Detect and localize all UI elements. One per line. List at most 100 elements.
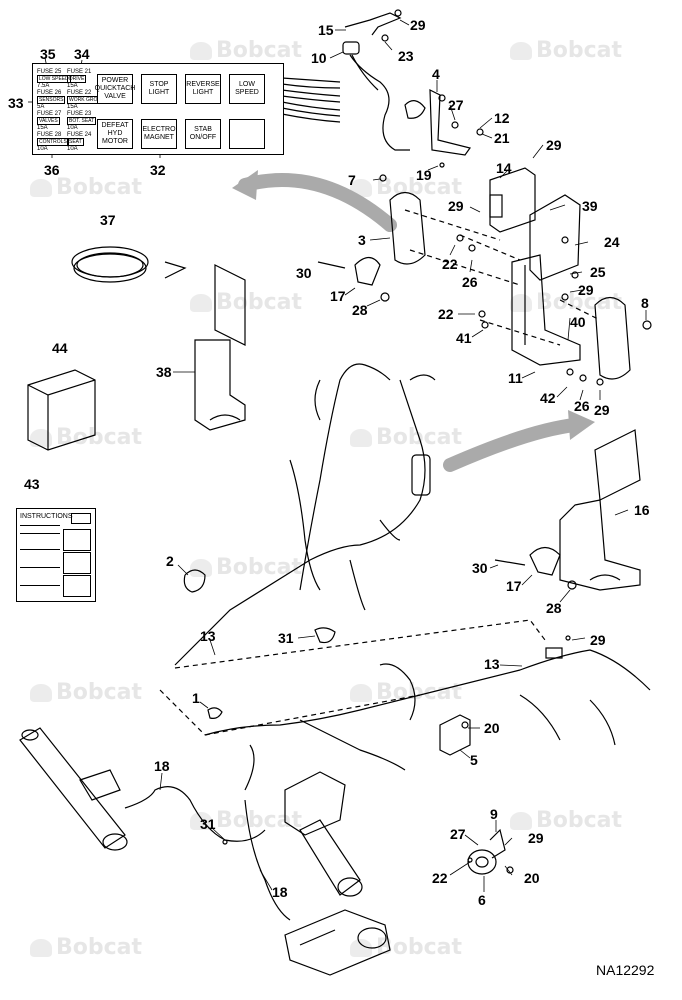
callout-22: 22 bbox=[442, 256, 458, 272]
bobcat-logo-icon bbox=[30, 179, 52, 197]
callout-7: 7 bbox=[348, 172, 356, 188]
screw-30 bbox=[317, 261, 346, 269]
instructions-figure bbox=[63, 575, 91, 597]
text-line bbox=[20, 525, 60, 526]
harness-13 bbox=[174, 363, 651, 791]
text-line bbox=[20, 567, 60, 568]
callout-1: 1 bbox=[192, 690, 200, 706]
button-defeat-hyd-motor: DEFEAT HYD MOTOR bbox=[97, 119, 133, 149]
fasteners bbox=[222, 234, 604, 845]
instructions-figure bbox=[63, 529, 91, 551]
callout-20: 20 bbox=[484, 720, 500, 736]
bobcat-logo-icon bbox=[30, 429, 52, 447]
callout-26: 26 bbox=[462, 274, 478, 290]
instructions-figure bbox=[63, 552, 91, 574]
bobcat-logo-icon bbox=[510, 812, 532, 830]
callout-32: 32 bbox=[150, 162, 166, 178]
curved-arrow bbox=[238, 173, 397, 232]
callout-29: 29 bbox=[448, 198, 464, 214]
callout-39: 39 bbox=[582, 198, 598, 214]
button-power-quicktach-valve: POWER QUICKTACH VALVE bbox=[95, 74, 135, 104]
callout-17: 17 bbox=[506, 578, 522, 594]
module-8 bbox=[594, 296, 652, 380]
callout-15: 15 bbox=[318, 22, 334, 38]
watermark: Bobcat bbox=[350, 175, 462, 200]
figure-id: NA12292 bbox=[596, 962, 655, 978]
clamp-31 bbox=[314, 627, 336, 644]
panel-wires bbox=[281, 77, 341, 123]
callout-31: 31 bbox=[200, 816, 216, 832]
watermark: Bobcat bbox=[510, 808, 622, 833]
button-electro-magnet: ELECTRO MAGNET bbox=[141, 119, 177, 149]
callout-30: 30 bbox=[472, 560, 488, 576]
module-14 bbox=[489, 167, 536, 233]
callout-26: 26 bbox=[574, 398, 590, 414]
callout-44: 44 bbox=[52, 340, 68, 356]
callout-4: 4 bbox=[432, 66, 440, 82]
button-blank bbox=[229, 119, 265, 149]
bobcat-logo-icon bbox=[350, 429, 372, 447]
text-line bbox=[20, 533, 60, 534]
horn-6 bbox=[467, 828, 514, 875]
callout-11: 11 bbox=[508, 370, 523, 386]
callout-29: 29 bbox=[410, 17, 426, 33]
callout-13: 13 bbox=[484, 656, 500, 672]
watermark: Bobcat bbox=[30, 175, 142, 200]
callout-37: 37 bbox=[100, 212, 116, 228]
callout-24: 24 bbox=[604, 234, 620, 250]
callout-3: 3 bbox=[358, 232, 366, 248]
callout-29: 29 bbox=[594, 402, 610, 418]
bracket-38 bbox=[194, 264, 246, 431]
clamp-1 bbox=[207, 707, 223, 719]
box-44 bbox=[27, 369, 96, 451]
callout-23: 23 bbox=[398, 48, 414, 64]
callout-40: 40 bbox=[570, 314, 586, 330]
watermark: Bobcat bbox=[350, 935, 462, 960]
clamp-2 bbox=[183, 569, 206, 593]
cable-37 bbox=[71, 246, 187, 283]
cylinder-left bbox=[19, 727, 128, 851]
watermark: Bobcat bbox=[190, 38, 302, 63]
callout-18: 18 bbox=[154, 758, 170, 774]
button-stab-on-off: STAB ON/OFF bbox=[185, 119, 221, 149]
nut-28 bbox=[567, 580, 577, 590]
callout-41: 41 bbox=[456, 330, 472, 346]
watermark: Bobcat bbox=[510, 38, 622, 63]
module-5 bbox=[439, 714, 471, 756]
callout-13: 13 bbox=[200, 628, 216, 644]
bracket-16 bbox=[559, 429, 641, 591]
watermark: Bobcat bbox=[350, 680, 462, 705]
callout-6: 6 bbox=[478, 892, 486, 908]
instructions-icon bbox=[71, 513, 91, 524]
text-line bbox=[20, 549, 60, 550]
callout-31: 31 bbox=[278, 630, 294, 646]
bobcat-logo-icon bbox=[350, 684, 372, 702]
button-stop-light: STOP LIGHT bbox=[141, 74, 177, 104]
callout-29: 29 bbox=[546, 137, 562, 153]
callout-29: 29 bbox=[528, 830, 544, 846]
cup-17 bbox=[354, 256, 381, 286]
exploded-lines bbox=[159, 209, 601, 736]
bracket-11 bbox=[511, 254, 581, 366]
nut-28 bbox=[380, 292, 390, 302]
button-low-speed: LOW SPEED bbox=[229, 74, 265, 104]
cup-17 bbox=[529, 546, 561, 576]
callout-18: 18 bbox=[272, 884, 288, 900]
plate-39 bbox=[529, 194, 581, 281]
callout-28: 28 bbox=[352, 302, 368, 318]
callout-33: 33 bbox=[8, 95, 24, 111]
screw-30 bbox=[494, 559, 526, 566]
callout-21: 21 bbox=[494, 130, 510, 146]
callout-43: 43 bbox=[24, 476, 40, 492]
curved-arrow bbox=[443, 418, 582, 472]
callout-34: 34 bbox=[74, 46, 90, 62]
callout-27: 27 bbox=[448, 97, 464, 113]
